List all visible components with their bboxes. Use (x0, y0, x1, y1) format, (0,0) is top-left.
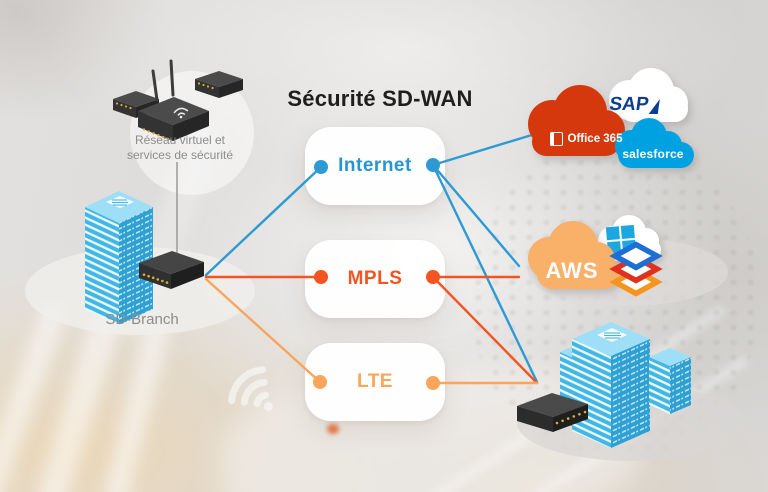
internet-label: Internet (338, 155, 412, 176)
sap-logo-text: SAP (608, 94, 651, 115)
internet-aws-line (431, 163, 521, 268)
internet-right-dot (426, 158, 440, 172)
internet-saas-line (431, 129, 547, 167)
wifi-watermark-icon (228, 366, 273, 411)
background-led-glow (327, 424, 339, 434)
server-tower-icon (85, 191, 153, 325)
sap-cloud (609, 68, 688, 122)
connection-lines (204, 129, 547, 385)
aws-cloud (528, 221, 619, 289)
branch-internet-line (204, 165, 323, 277)
sap-logo-slash-icon (648, 98, 660, 114)
lte-label: LTE (357, 371, 393, 392)
sap-logo: SAP (604, 94, 663, 116)
datacenter-servers-icon (560, 322, 691, 448)
internet-datacenter-line (431, 163, 539, 384)
layer-stack-icon (609, 241, 663, 297)
virtual-network-label-line2: services de sécurité (126, 148, 234, 162)
network-switch-icon (139, 251, 204, 289)
internet-left-dot (314, 160, 328, 174)
virtual-network-label-line1: Réseau virtuel et (134, 133, 226, 147)
office-logo-icon (549, 132, 563, 146)
sd-branch-label: SD-Branch (105, 311, 179, 328)
internet-box: Internet (305, 127, 445, 205)
mpls-right-dot (426, 270, 440, 284)
page-title: Sécurité SD-WAN (287, 86, 473, 111)
lte-box: LTE (305, 343, 445, 421)
salesforce-cloud (615, 118, 694, 168)
office365-logo-text: Office 365 (567, 133, 623, 145)
virtual-network-label: Réseau virtuel et services de sécurité (105, 133, 255, 163)
mpls-left-dot (314, 270, 328, 284)
aws-logo: AWS (545, 258, 599, 283)
lte-right-dot (426, 376, 440, 390)
branch-lte-line (204, 277, 322, 384)
wifi-router-icon (113, 59, 243, 141)
datacenter-switch-icon (517, 393, 588, 432)
mpls-datacenter-line (431, 275, 539, 385)
mpls-box: MPLS (305, 240, 445, 318)
office365-logo: Office 365 (540, 132, 632, 146)
mpls-label: MPLS (347, 268, 403, 289)
office365-cloud (528, 85, 625, 156)
lte-left-dot (313, 375, 327, 389)
salesforce-logo: salesforce (622, 147, 684, 161)
connection-dots (313, 158, 440, 390)
